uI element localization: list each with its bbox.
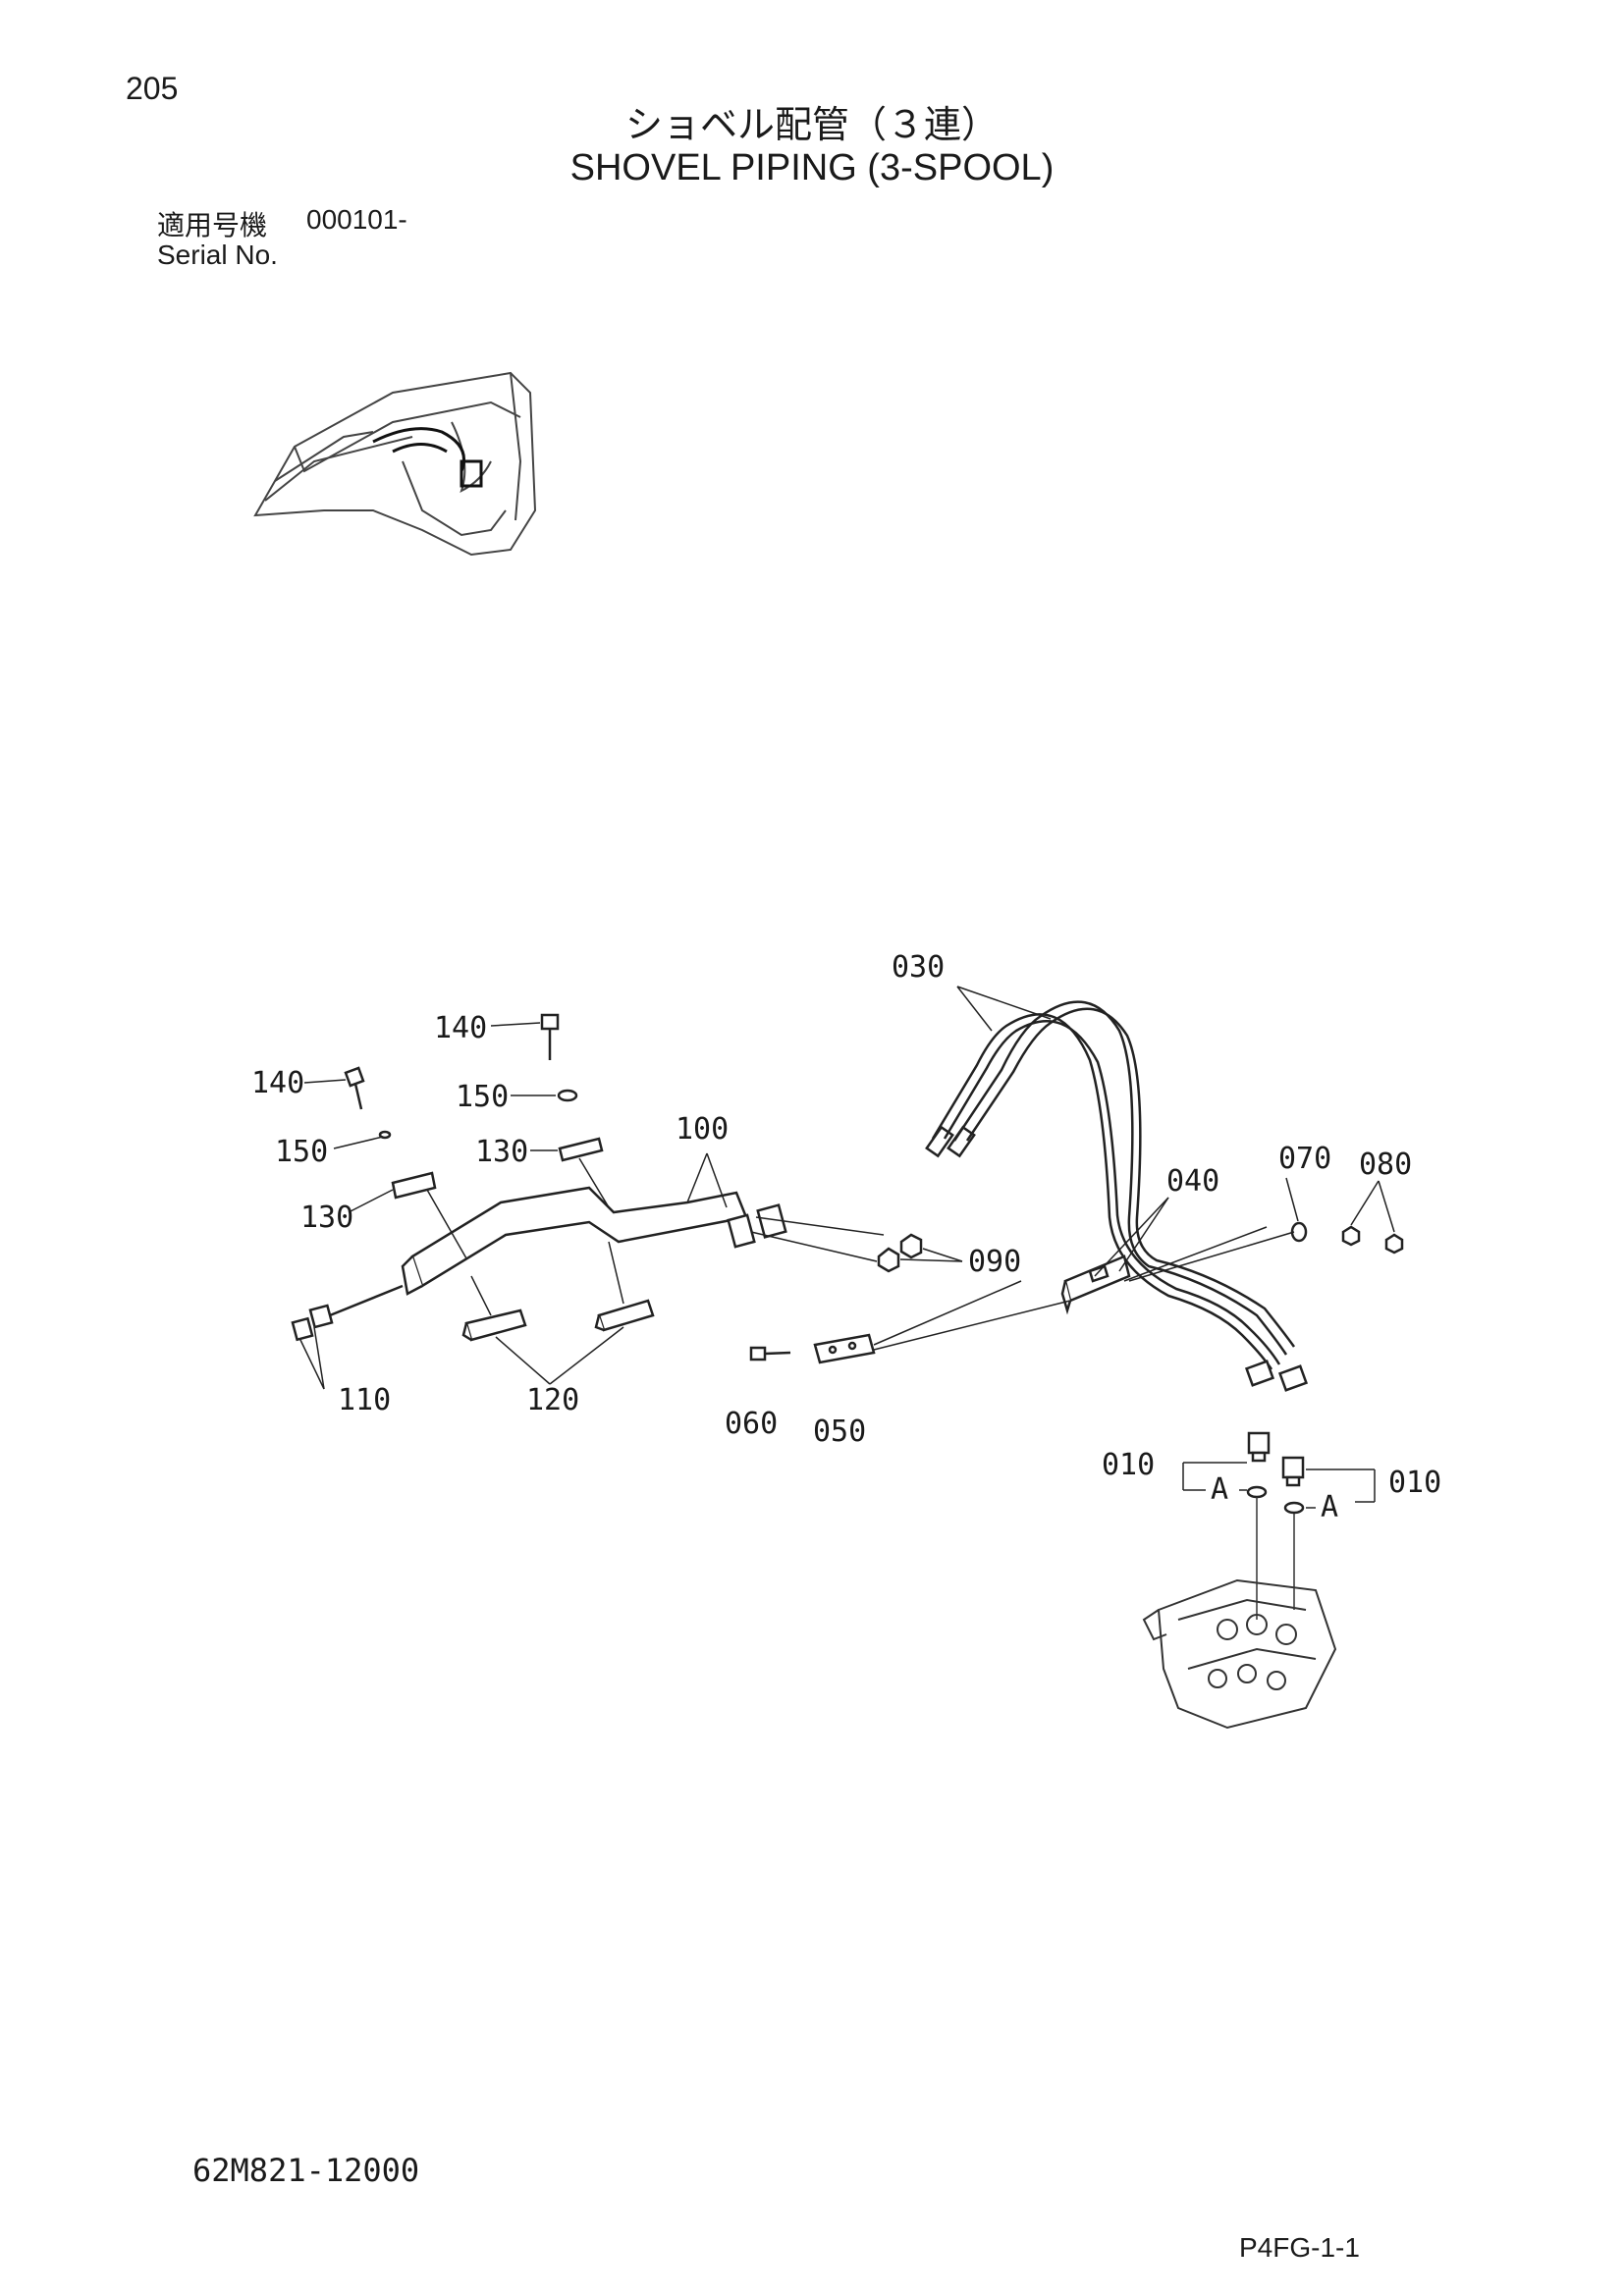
callout-130: 130 (300, 1201, 353, 1235)
callout-140: 140 (251, 1066, 304, 1100)
page-title-japanese: ショベル配管（３連） (624, 103, 999, 146)
bolt-140 (344, 1013, 578, 1140)
callout-090: 090 (968, 1245, 1021, 1279)
callout-010: 010 (1102, 1448, 1155, 1482)
plate-050 (749, 1333, 876, 1364)
page-title-english: SHOVEL PIPING (3-SPOOL) (569, 147, 1055, 188)
callout-150: 150 (456, 1080, 509, 1114)
callout-010: 010 (1388, 1466, 1441, 1500)
hose-030 (925, 1000, 1296, 1370)
callout-060: 060 (725, 1407, 778, 1441)
callout-100: 100 (676, 1112, 729, 1147)
callout-030: 030 (892, 950, 945, 985)
drawing-code: 62M821-12000 (192, 2152, 420, 2189)
callout-labels: 140 140 150 150 130 130 100 030 040 070 … (251, 950, 1441, 1524)
callout-080: 080 (1359, 1148, 1412, 1182)
callout-150: 150 (275, 1135, 328, 1169)
pipe-100 (401, 1186, 787, 1296)
serial-number-value: 000101- (306, 204, 407, 235)
callout-050: 050 (813, 1415, 866, 1449)
callout-140: 140 (434, 1011, 487, 1045)
detail-a-label: A (1211, 1472, 1228, 1507)
hardware-070-080-090 (877, 1221, 1404, 1273)
machine-thumbnail (253, 371, 537, 557)
fitting-010 (1244, 1360, 1309, 1515)
clamp-040 (1060, 1255, 1131, 1315)
detail-a-label: A (1321, 1490, 1338, 1524)
callout-130: 130 (475, 1135, 528, 1169)
callout-070: 070 (1278, 1142, 1331, 1176)
callout-110: 110 (338, 1383, 391, 1417)
serial-label-japanese: 適用号機 (157, 209, 268, 241)
page-code: P4FG-1-1 (1239, 2232, 1360, 2263)
callout-120: 120 (526, 1383, 579, 1417)
clamp-130 (391, 1137, 604, 1200)
block-120 (461, 1299, 655, 1342)
callout-040: 040 (1166, 1164, 1219, 1199)
control-valve (1142, 1497, 1337, 1730)
fitting-110 (291, 1284, 404, 1342)
serial-label-english: Serial No. (157, 240, 278, 270)
leader-lines (299, 986, 1395, 1509)
page-number: 205 (126, 71, 179, 106)
